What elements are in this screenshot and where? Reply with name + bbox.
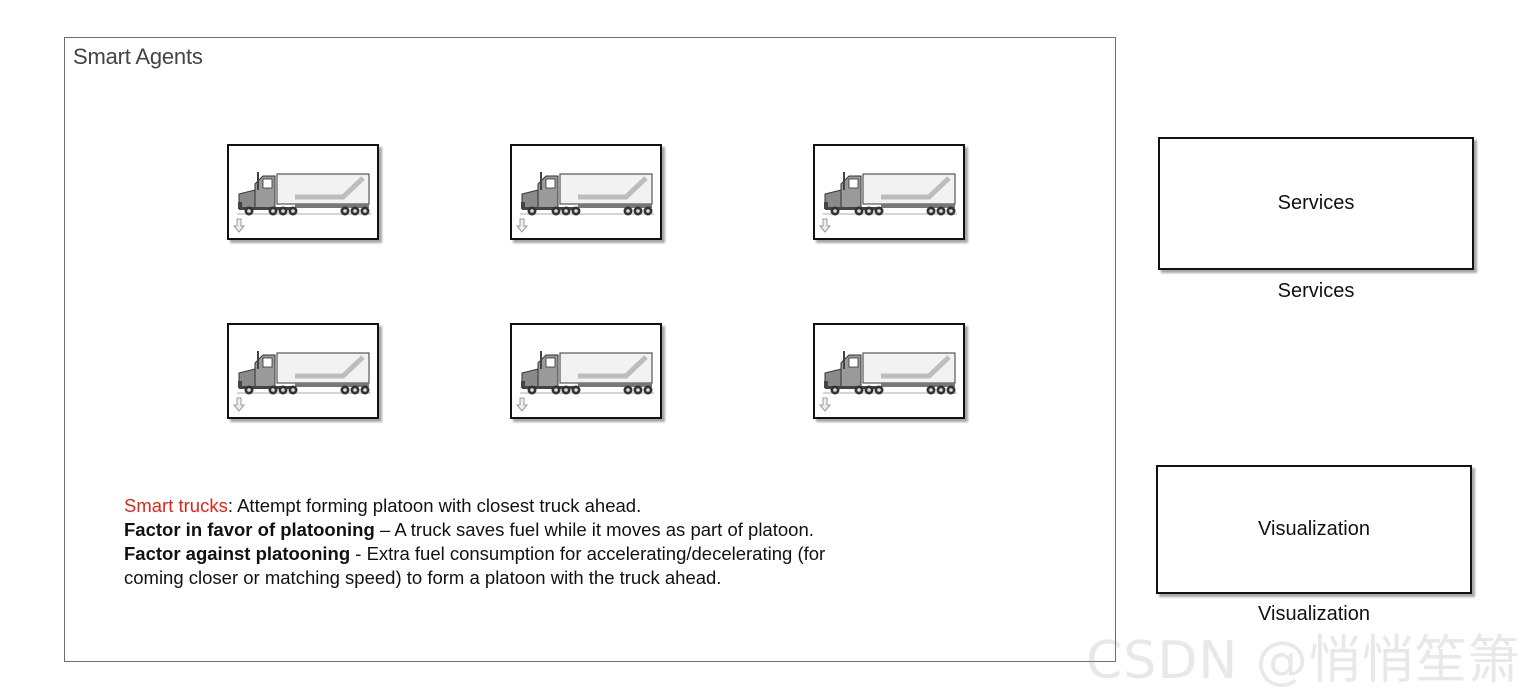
- visualization-block[interactable]: Visualization: [1156, 465, 1472, 594]
- truck-icon: [821, 170, 959, 218]
- truck-agent-3[interactable]: [813, 144, 965, 240]
- services-block-text: Services: [1278, 192, 1355, 215]
- truck-agent-4[interactable]: [227, 323, 379, 419]
- smart-trucks-text: : Attempt forming platoon with closest t…: [228, 495, 641, 516]
- truck-agent-6[interactable]: [813, 323, 965, 419]
- against-factor-label: Factor against platooning: [124, 543, 350, 564]
- smart-trucks-label: Smart trucks: [124, 495, 228, 516]
- truck-icon: [235, 349, 373, 397]
- services-block-label: Services: [1158, 280, 1474, 303]
- arrow-down-icon: [819, 397, 831, 413]
- watermark: CSDN @悄悄笙箫: [1086, 618, 1521, 693]
- truck-icon: [235, 170, 373, 218]
- arrow-down-icon: [516, 218, 528, 234]
- truck-agent-1[interactable]: [227, 144, 379, 240]
- favor-factor-text: – A truck saves fuel while it moves as p…: [375, 519, 814, 540]
- arrow-down-icon: [233, 397, 245, 413]
- description-text: Smart trucks: Attempt forming platoon wi…: [124, 494, 884, 590]
- arrow-down-icon: [233, 218, 245, 234]
- truck-icon: [821, 349, 959, 397]
- arrow-down-icon: [819, 218, 831, 234]
- arrow-down-icon: [516, 397, 528, 413]
- truck-agent-2[interactable]: [510, 144, 662, 240]
- area-title: Smart Agents: [73, 44, 203, 70]
- favor-factor-label: Factor in favor of platooning: [124, 519, 375, 540]
- truck-icon: [518, 170, 656, 218]
- truck-icon: [518, 349, 656, 397]
- services-block[interactable]: Services: [1158, 137, 1474, 270]
- visualization-block-text: Visualization: [1258, 518, 1370, 541]
- truck-agent-5[interactable]: [510, 323, 662, 419]
